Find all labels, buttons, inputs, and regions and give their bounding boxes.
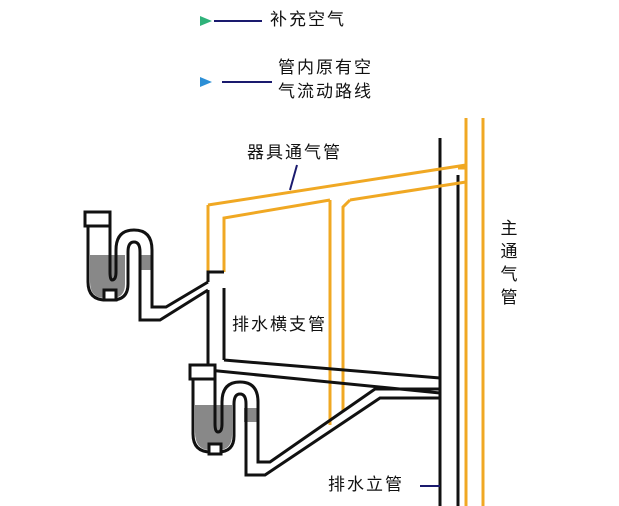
fixture-vent-pipe: [206, 163, 467, 425]
fixture-vent-pipe-leader: [289, 164, 298, 191]
fixture-vent-pipe-label: 器具通气管: [247, 143, 342, 163]
drain-stack-label: 排水立管: [328, 475, 404, 495]
horizontal-drain-branch-label: 排水横支管: [232, 315, 327, 335]
lower-fixture-trap: [188, 363, 440, 477]
drain-stack-pipe: [438, 138, 460, 506]
legend-pipe-air-flow-arrow: [115, 77, 212, 87]
main-vent-pipe: [464, 118, 485, 506]
legend-supplement-air-arrow: [110, 16, 212, 26]
legend-supplement-air-label: 补充空气: [270, 10, 346, 30]
main-vent-pipe-label: 主通气管: [500, 219, 518, 308]
legend-pipe-air-flow-label-line2: 气流动路线: [278, 82, 373, 102]
legend-pipe-air-flow-label-line1: 管内原有空: [278, 58, 373, 78]
upper-fixture-trap: [83, 210, 209, 322]
